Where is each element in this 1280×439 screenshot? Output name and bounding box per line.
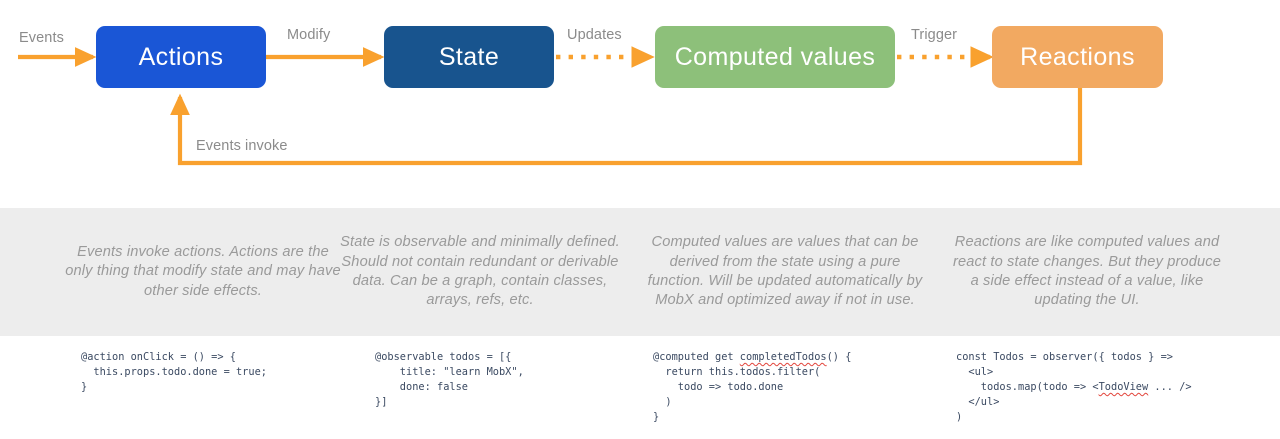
code-sample-computed: @computed get completedTodos() { return … bbox=[653, 351, 852, 423]
edge-label-modify: Modify bbox=[287, 27, 331, 43]
flow-connectors bbox=[18, 46, 1083, 166]
description-actions: Events invoke actions. Actions are the o… bbox=[65, 243, 341, 299]
code-samples-row: @action onClick = () => { this.props.tod… bbox=[0, 336, 1280, 439]
code-col-computed: @computed get completedTodos() { return … bbox=[653, 350, 851, 425]
node-reactions[interactable]: Reactions bbox=[992, 26, 1163, 88]
node-computed-values[interactable]: Computed values bbox=[655, 26, 895, 88]
edge-label-events-invoke: Events invoke bbox=[196, 138, 288, 154]
description-col-state: State is observable and minimally define… bbox=[340, 208, 620, 336]
edge-label-trigger: Trigger bbox=[911, 27, 958, 43]
code-col-reactions: const Todos = observer({ todos } => <ul>… bbox=[956, 350, 1192, 425]
description-reactions: Reactions are like computed values and r… bbox=[952, 234, 1222, 309]
node-actions[interactable]: Actions bbox=[96, 26, 266, 88]
node-actions-label: Actions bbox=[138, 42, 224, 71]
edge-events-invoke bbox=[170, 86, 1083, 166]
description-col-reactions: Reactions are like computed values and r… bbox=[947, 208, 1227, 336]
code-sample-state: @observable todos = [{ title: "learn Mob… bbox=[375, 351, 524, 408]
description-col-actions: Events invoke actions. Actions are the o… bbox=[64, 208, 342, 336]
node-state-label: State bbox=[438, 42, 500, 71]
flow-graph: Actions State Computed values Reactions … bbox=[0, 0, 1280, 208]
code-sample-actions: @action onClick = () => { this.props.tod… bbox=[81, 351, 267, 393]
code-col-actions: @action onClick = () => { this.props.tod… bbox=[81, 350, 267, 395]
code-sample-reactions: const Todos = observer({ todos } => <ul>… bbox=[956, 351, 1192, 423]
description-state: State is observable and minimally define… bbox=[340, 234, 620, 309]
node-computed-values-label: Computed values bbox=[674, 42, 876, 71]
description-col-computed: Computed values are values that can be d… bbox=[645, 208, 925, 336]
description-computed: Computed values are values that can be d… bbox=[647, 234, 923, 309]
node-reactions-label: Reactions bbox=[1020, 42, 1135, 71]
edge-label-updates: Updates bbox=[567, 27, 622, 43]
code-col-state: @observable todos = [{ title: "learn Mob… bbox=[375, 350, 524, 410]
description-band: Events invoke actions. Actions are the o… bbox=[0, 208, 1280, 336]
edge-label-events: Events bbox=[19, 30, 64, 46]
node-state[interactable]: State bbox=[384, 26, 554, 88]
